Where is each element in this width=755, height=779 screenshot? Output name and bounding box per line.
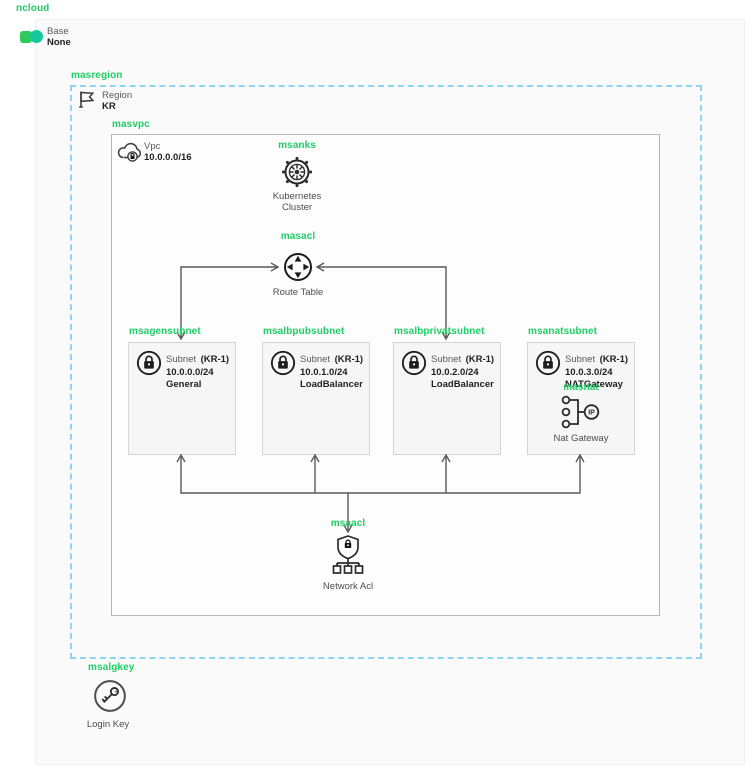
- nks-name: msanks: [278, 140, 316, 151]
- nat-gateway-icon[interactable]: IP: [559, 394, 603, 430]
- region-label: Region: [102, 90, 133, 101]
- route-table-icon[interactable]: [282, 251, 314, 283]
- nat-gateway-caption: Nat Gateway: [553, 433, 609, 444]
- subnet-zone: (KR-1): [599, 354, 629, 365]
- subnet-type: Subnet: [565, 354, 596, 365]
- region-value: KR: [102, 101, 116, 112]
- login-key-caption: Login Key: [86, 719, 130, 730]
- subnet-lock-icon: [270, 350, 296, 376]
- subnet-cidr: 10.0.1.0/24: [300, 367, 348, 378]
- subnet-name: msagensubnet: [129, 326, 201, 337]
- subnet-purpose: NATGateway: [565, 378, 623, 390]
- subnet-cidr: 10.0.3.0/24: [565, 367, 613, 378]
- subnet-lock-icon: [136, 350, 162, 376]
- subnet-box-general[interactable]: Subnet (KR-1) 10.0.0.0/24 General: [128, 342, 236, 455]
- subnet-box-lb-public[interactable]: Subnet (KR-1) 10.0.1.0/24 LoadBalancer: [262, 342, 370, 455]
- region-flag-icon: [77, 89, 97, 109]
- login-key-icon[interactable]: [92, 678, 128, 714]
- route-table-caption: Route Table: [272, 287, 324, 298]
- subnet-purpose: LoadBalancer: [300, 378, 363, 390]
- nat-ip-badge: IP: [588, 409, 595, 416]
- subnet-purpose: General: [166, 378, 202, 390]
- vpc-cloud-icon: [116, 140, 143, 164]
- subnet-name: msalbprivatsubnet: [394, 326, 485, 337]
- nks-caption: Kubernetes Cluster: [272, 191, 322, 213]
- vpc-name: masvpc: [112, 119, 150, 130]
- vpc-label: Vpc: [144, 141, 161, 152]
- provider-title: ncloud: [16, 3, 50, 14]
- region-boundary[interactable]: [70, 85, 702, 659]
- network-acl-caption: Network Acl: [322, 581, 374, 592]
- subnet-type: Subnet: [431, 354, 462, 365]
- network-acl-name: msaacl: [330, 518, 366, 529]
- subnet-zone: (KR-1): [200, 354, 230, 365]
- subnet-lock-icon: [401, 350, 427, 376]
- route-table-name: masacl: [280, 231, 316, 242]
- ncloud-logo-icon-circle: [30, 30, 43, 43]
- subnet-zone: (KR-1): [465, 354, 495, 365]
- subnet-type: Subnet: [300, 354, 331, 365]
- subnet-purpose: LoadBalancer: [431, 378, 494, 390]
- kubernetes-cluster-icon[interactable]: [280, 155, 314, 189]
- subnet-lock-icon: [535, 350, 561, 376]
- network-acl-icon[interactable]: [331, 534, 365, 578]
- subnet-zone: (KR-1): [334, 354, 364, 365]
- subnet-box-lb-private[interactable]: Subnet (KR-1) 10.0.2.0/24 LoadBalancer: [393, 342, 501, 455]
- base-value: None: [47, 37, 71, 48]
- region-name: masregion: [71, 70, 123, 81]
- login-key-name: msalgkey: [88, 662, 135, 673]
- nat-gateway-name: masnat: [563, 382, 599, 393]
- base-label: Base: [47, 26, 69, 37]
- subnet-cidr: 10.0.0.0/24: [166, 367, 214, 378]
- vpc-cidr: 10.0.0.0/16: [144, 152, 192, 163]
- subnet-name: msalbpubsubnet: [263, 326, 345, 337]
- subnet-box-nat[interactable]: Subnet (KR-1) 10.0.3.0/24 NATGateway mas…: [527, 342, 635, 455]
- subnet-type: Subnet: [166, 354, 197, 365]
- subnet-cidr: 10.0.2.0/24: [431, 367, 479, 378]
- subnet-name: msanatsubnet: [528, 326, 597, 337]
- ncloud-logo-icon: [20, 31, 32, 43]
